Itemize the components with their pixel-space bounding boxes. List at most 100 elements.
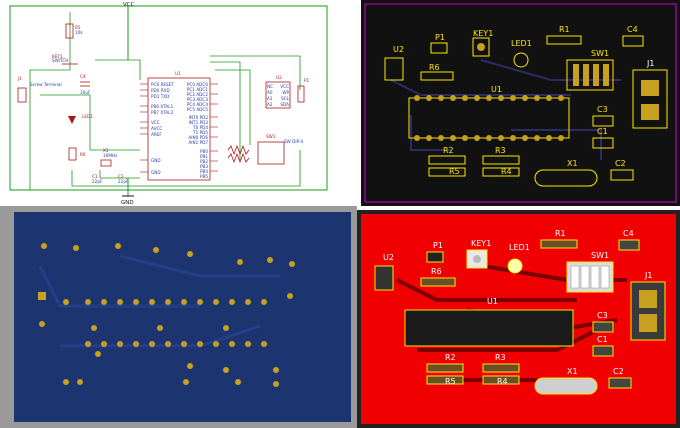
pcb-label: SW1	[591, 49, 609, 58]
u1-pin-stubs	[140, 83, 218, 173]
p1-symbol[interactable]	[297, 85, 305, 103]
x1-footprint[interactable]	[534, 169, 598, 187]
pcb-3d-view[interactable]: U2 P1 KEY1 LED1 R1 C4 SW1 R6 U1 J1 C3 C1…	[357, 210, 680, 428]
x1-part[interactable]	[534, 377, 598, 395]
c4-ref: C4	[80, 74, 86, 79]
sw1-footprint[interactable]	[566, 59, 614, 91]
u1-footprint[interactable]	[408, 97, 570, 139]
r2-footprint[interactable]	[428, 155, 466, 165]
r4-part[interactable]	[482, 375, 520, 385]
board-outline	[364, 3, 677, 203]
r4-footprint[interactable]	[482, 167, 520, 177]
render-label: C1	[597, 335, 608, 344]
pcb-3d-canvas: U2 P1 KEY1 LED1 R1 C4 SW1 R6 U1 J1 C3 C1…	[361, 214, 676, 424]
r6-symbol[interactable]	[68, 147, 77, 161]
j1-symbol[interactable]	[17, 87, 27, 103]
u1-right-pins: PC0 ADC0 PC1 ADC1 PC2 ADC2 PC3 ADC3 PC4 …	[187, 82, 208, 179]
render-label: R6	[431, 267, 442, 276]
r6-footprint[interactable]	[420, 71, 454, 81]
pcb-top-view[interactable]: U2 P1 KEY1 LED1 R1 C4 SW1 R6 U1 J1 C3 C1	[361, 0, 680, 206]
r5-ref: R5	[75, 25, 81, 30]
key1-footprint[interactable]	[472, 37, 490, 57]
pcb-top-canvas: U2 P1 KEY1 LED1 R1 C4 SW1 R6 U1 J1 C3 C1	[364, 3, 677, 203]
r5-value: 10k	[75, 30, 83, 35]
render-label: U1	[487, 297, 498, 306]
render-label: KEY1	[471, 239, 491, 248]
wire-sw	[210, 61, 241, 160]
c3-footprint[interactable]	[592, 115, 614, 127]
c2-footprint[interactable]	[610, 169, 634, 181]
resistor-array-symbol[interactable]	[227, 152, 250, 164]
r2-part[interactable]	[426, 363, 464, 373]
r6-part[interactable]	[420, 277, 456, 287]
r3-part[interactable]	[482, 363, 520, 373]
u1-pin: INT1 PD3	[189, 120, 209, 125]
u1-pin: PC3 ADC3	[187, 97, 208, 102]
pcb-label: R4	[501, 167, 512, 176]
u1-pin: PC6 RESET	[151, 82, 174, 87]
pcb-bottom-view[interactable]	[0, 206, 357, 428]
u1-pin: PB2	[200, 159, 208, 164]
c4-footprint[interactable]	[622, 35, 644, 47]
j1-value: Screw Terminal	[30, 82, 62, 87]
u1-pin: T1 PD5	[192, 130, 208, 135]
schematic-view[interactable]: VCC GND R5 10k KEY1 SWITCH C4 10uF J1 Sc…	[0, 0, 357, 206]
c4-part[interactable]	[618, 239, 640, 251]
u1-pin: PB4	[200, 169, 208, 174]
c1-ref: C1	[92, 174, 98, 179]
pcb-label: P1	[435, 33, 445, 42]
u1-pin: PD0 RXD	[151, 88, 170, 93]
render-label: C2	[613, 367, 624, 376]
sw1-symbol[interactable]	[257, 141, 285, 165]
x1-symbol[interactable]	[100, 159, 112, 167]
pcb-label: U2	[393, 45, 404, 54]
j1-footprint[interactable]	[632, 69, 668, 129]
u1-pin: PB3	[200, 164, 208, 169]
r1-part[interactable]	[540, 239, 578, 249]
pcb-label: R1	[559, 25, 570, 34]
u2-footprint[interactable]	[384, 57, 404, 81]
led1-footprint[interactable]	[513, 52, 529, 68]
sw1-value: SW DIP-4	[284, 139, 304, 144]
pcb-label: C4	[627, 25, 638, 34]
led1-part[interactable]	[507, 258, 523, 274]
pcb-label: C3	[597, 105, 608, 114]
u1-pin: T0 PD4	[192, 125, 208, 130]
r5-part[interactable]	[426, 375, 464, 385]
j1-ref: J1	[17, 76, 22, 81]
sw1-pads	[573, 64, 609, 86]
u1-pads	[414, 95, 564, 141]
r1-footprint[interactable]	[546, 35, 582, 45]
r5-footprint[interactable]	[428, 167, 466, 177]
pcb-label: X1	[567, 159, 578, 168]
u1-pin: GND	[151, 158, 161, 163]
c2-part[interactable]	[608, 377, 632, 389]
u2-part[interactable]	[374, 265, 394, 291]
render-label: R1	[555, 229, 566, 238]
u1-pin: PB1	[200, 154, 208, 159]
c1-part[interactable]	[592, 345, 614, 357]
u1-part[interactable]	[404, 309, 574, 347]
c3-part[interactable]	[592, 321, 614, 333]
r3-footprint[interactable]	[482, 155, 520, 165]
resistor-array-symbol[interactable]	[227, 144, 250, 156]
p1-footprint[interactable]	[430, 42, 448, 54]
c1-footprint[interactable]	[592, 137, 614, 149]
j1-pad	[641, 80, 659, 96]
pcb-label: C1	[597, 127, 608, 136]
u1-symbol[interactable]	[147, 77, 211, 181]
key1-ref: KEY1	[52, 54, 63, 59]
u1-pin: AIN1 PD7	[188, 140, 208, 145]
pcb-label: U1	[491, 85, 502, 94]
x1-value: 16MHz	[103, 153, 118, 158]
u2-symbol[interactable]	[265, 81, 291, 109]
r5-symbol[interactable]	[65, 23, 74, 39]
j1-pad	[641, 104, 659, 120]
p1-part[interactable]	[426, 251, 444, 263]
u1-pin: PB0	[200, 149, 208, 154]
u1-pin: INT0 PD2	[189, 115, 209, 120]
pcb-label: C2	[615, 159, 626, 168]
led1-symbol[interactable]	[68, 116, 76, 124]
render-label: P1	[433, 241, 443, 250]
render-label: LED1	[509, 243, 530, 252]
